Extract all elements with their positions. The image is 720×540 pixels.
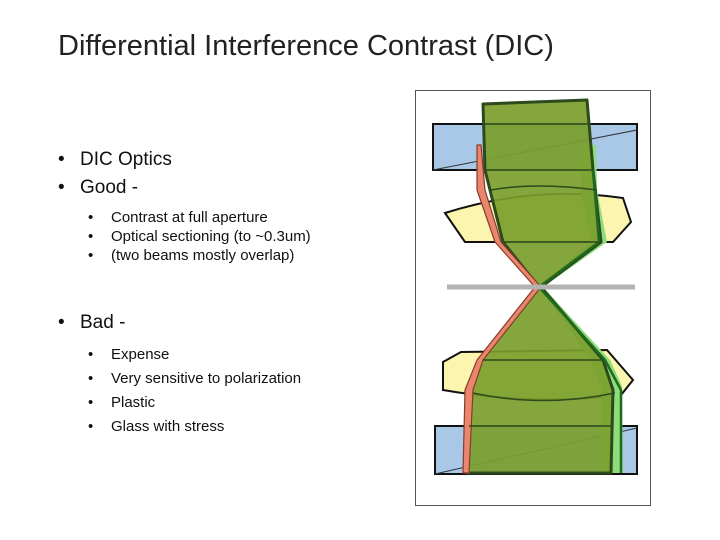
bullet-list: DIC Optics Good - Contrast at full apert… bbox=[58, 146, 398, 439]
bullet-dic-optics: DIC Optics bbox=[58, 146, 398, 174]
slide-title: Differential Interference Contrast (DIC) bbox=[58, 30, 554, 62]
bullet-good: Good - bbox=[58, 174, 398, 202]
good-item: Optical sectioning (to ~0.3um) bbox=[58, 227, 311, 246]
beam-line bbox=[490, 185, 598, 191]
bad-item: Expense bbox=[58, 343, 398, 367]
bad-item: Plastic bbox=[58, 391, 398, 415]
green-beam-edge bbox=[537, 169, 623, 473]
beam-line bbox=[472, 392, 616, 402]
bad-item: Very sensitive to polarization bbox=[58, 367, 398, 391]
bad-item: Glass with stress bbox=[58, 415, 398, 439]
red-beam bbox=[462, 144, 542, 474]
bullet-bad: Bad - bbox=[58, 309, 398, 337]
good-item: (two beams mostly overlap) bbox=[58, 246, 398, 265]
bad-list: Expense Very sensitive to polarization P… bbox=[58, 343, 398, 439]
good-item: Contrast at full aperture bbox=[58, 208, 398, 227]
dic-diagram bbox=[415, 90, 651, 506]
